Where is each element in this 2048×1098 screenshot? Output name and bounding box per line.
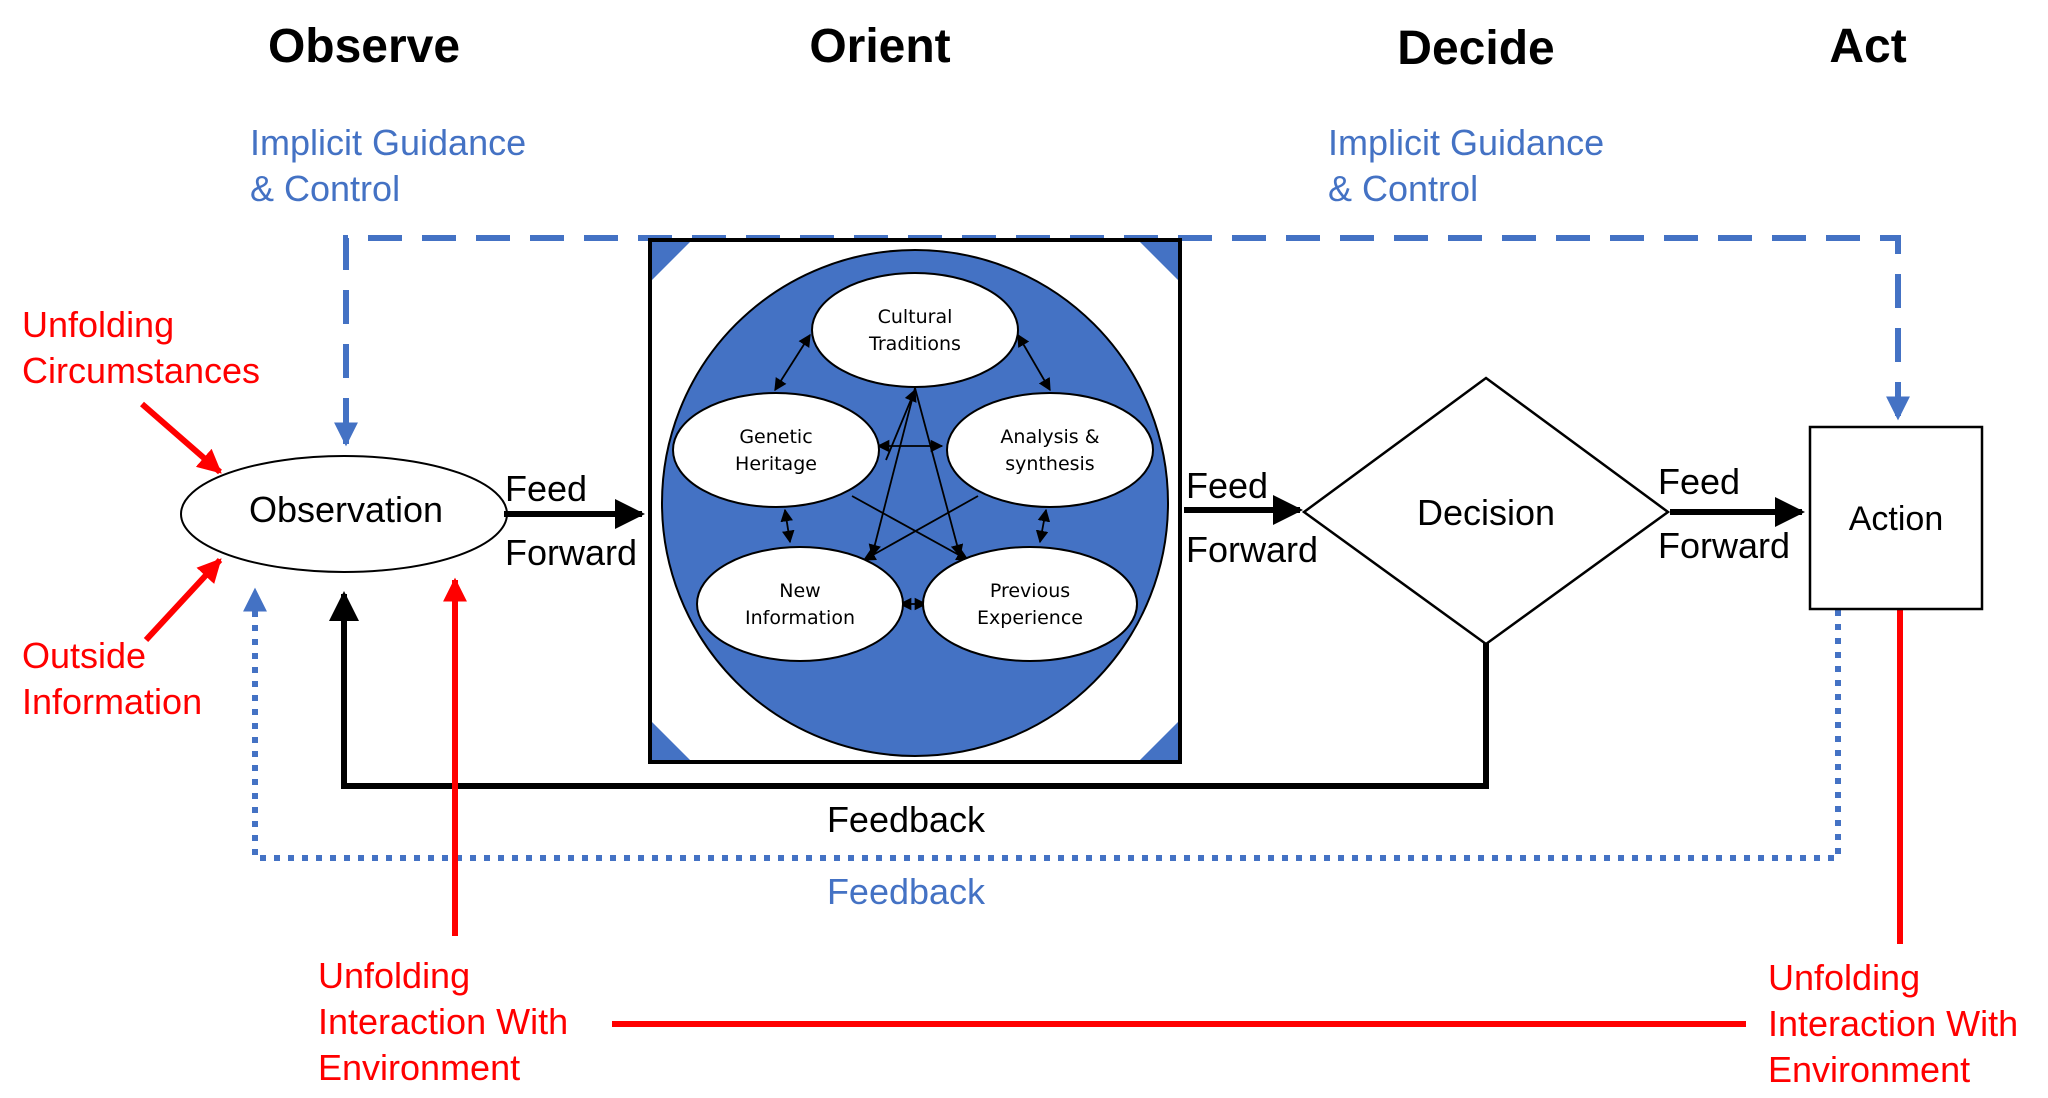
interaction-right-label: Unfolding Interaction With Environment bbox=[1768, 957, 2018, 1090]
orient-item-genetic: Genetic Heritage bbox=[672, 392, 880, 508]
orient-item-new-info: New Information bbox=[696, 546, 904, 662]
new-info-ellipse bbox=[696, 546, 904, 662]
star-5 bbox=[885, 388, 917, 461]
star-1 bbox=[868, 387, 916, 558]
phase-decide: Decide bbox=[1397, 22, 1554, 75]
interaction-left-line-3: Environment bbox=[318, 1047, 520, 1088]
previous-line-2: Experience bbox=[977, 607, 1083, 629]
decision-node bbox=[1301, 376, 1671, 646]
cultural-ellipse bbox=[811, 272, 1019, 388]
interaction-right-line-3: Environment bbox=[1768, 1049, 1970, 1090]
interaction-left-line-2: Interaction With bbox=[318, 1001, 568, 1042]
action-label: Action bbox=[1849, 500, 1944, 538]
analysis-line-1: Analysis & bbox=[1000, 426, 1099, 448]
feed-forward-2-line-2: Forward bbox=[1186, 529, 1318, 570]
conn-analysis-previous bbox=[1035, 508, 1051, 544]
feedback-blue-dotted-line bbox=[243, 587, 1841, 861]
unfolding-circumstances-label: Unfolding Circumstances bbox=[22, 304, 260, 391]
guidance-right-label: Implicit Guidance & Control bbox=[1328, 122, 1604, 209]
previous-ellipse bbox=[922, 546, 1138, 662]
star-2 bbox=[914, 387, 964, 558]
feed-forward-2-line-1: Feed bbox=[1186, 465, 1268, 506]
cultural-line-1: Cultural bbox=[878, 306, 953, 328]
interaction-right-line-2: Interaction With bbox=[1768, 1003, 2018, 1044]
star-4 bbox=[862, 495, 979, 561]
guidance-left-line-2: & Control bbox=[250, 168, 400, 209]
analysis-ellipse bbox=[946, 392, 1154, 508]
decision-label: Decision bbox=[1417, 492, 1555, 533]
orient-corner-tr bbox=[1140, 242, 1178, 280]
orient-panel: Cultural Traditions Genetic Heritage Ana… bbox=[648, 238, 1182, 764]
star-3 bbox=[851, 495, 970, 561]
feedback-black-line bbox=[329, 591, 1489, 789]
feed-forward-label-1: Feed Forward bbox=[505, 468, 637, 573]
feed-forward-1-line-1: Feed bbox=[505, 468, 587, 509]
orient-corner-tl bbox=[652, 242, 690, 280]
new-info-line-1: New bbox=[779, 580, 820, 602]
feed-forward-3-line-2: Forward bbox=[1658, 525, 1790, 566]
guidance-right-line-2: & Control bbox=[1328, 168, 1478, 209]
phase-observe: Observe bbox=[268, 20, 460, 73]
orient-item-previous: Previous Experience bbox=[922, 546, 1138, 662]
outside-information-label: Outside Information bbox=[22, 635, 202, 722]
genetic-line-2: Heritage bbox=[735, 453, 817, 475]
action-node bbox=[1808, 425, 1984, 611]
feed-forward-label-3: Feed Forward bbox=[1658, 461, 1790, 566]
feedback-black-label: Feedback bbox=[827, 799, 986, 840]
observation-label: Observation bbox=[249, 489, 443, 530]
unfolding-circumstances-arrow bbox=[140, 401, 222, 475]
previous-line-1: Previous bbox=[990, 580, 1070, 602]
genetic-line-1: Genetic bbox=[739, 426, 812, 448]
guidance-right-line-1: Implicit Guidance bbox=[1328, 122, 1604, 163]
conn-genetic-newinfo bbox=[780, 508, 795, 544]
feedback-blue-label: Feedback bbox=[827, 871, 986, 912]
outside-information-line-1: Outside bbox=[22, 635, 146, 676]
interaction-left-label: Unfolding Interaction With Environment bbox=[318, 955, 568, 1088]
guidance-dashed-line bbox=[343, 235, 1910, 432]
guidance-left-label: Implicit Guidance & Control bbox=[250, 122, 526, 209]
unfolding-circumstances-line-2: Circumstances bbox=[22, 350, 260, 391]
new-info-line-2: Information bbox=[745, 607, 855, 629]
orient-corner-bl bbox=[652, 722, 690, 760]
genetic-ellipse bbox=[672, 392, 880, 508]
interaction-right-line-1: Unfolding bbox=[1768, 957, 1920, 998]
interaction-left-line-1: Unfolding bbox=[318, 955, 470, 996]
orient-item-analysis: Analysis & synthesis bbox=[946, 392, 1154, 508]
unfolding-circumstances-line-1: Unfolding bbox=[22, 304, 174, 345]
conn-cultural-genetic bbox=[774, 333, 811, 392]
cultural-line-2: Traditions bbox=[868, 333, 961, 355]
conn-cultural-analysis bbox=[1017, 333, 1051, 392]
orient-connections bbox=[774, 333, 1051, 611]
phase-act: Act bbox=[1829, 20, 1906, 73]
phase-orient: Orient bbox=[809, 20, 950, 73]
guidance-left-line-1: Implicit Guidance bbox=[250, 122, 526, 163]
feed-forward-1-line-2: Forward bbox=[505, 532, 637, 573]
outside-information-line-2: Information bbox=[22, 681, 202, 722]
feed-forward-label-2: Feed Forward bbox=[1186, 465, 1318, 570]
orient-corner-br bbox=[1140, 722, 1178, 760]
feed-forward-3-line-1: Feed bbox=[1658, 461, 1740, 502]
analysis-line-2: synthesis bbox=[1005, 453, 1094, 475]
orient-item-cultural: Cultural Traditions bbox=[811, 272, 1019, 388]
outside-information-arrow bbox=[143, 557, 223, 643]
